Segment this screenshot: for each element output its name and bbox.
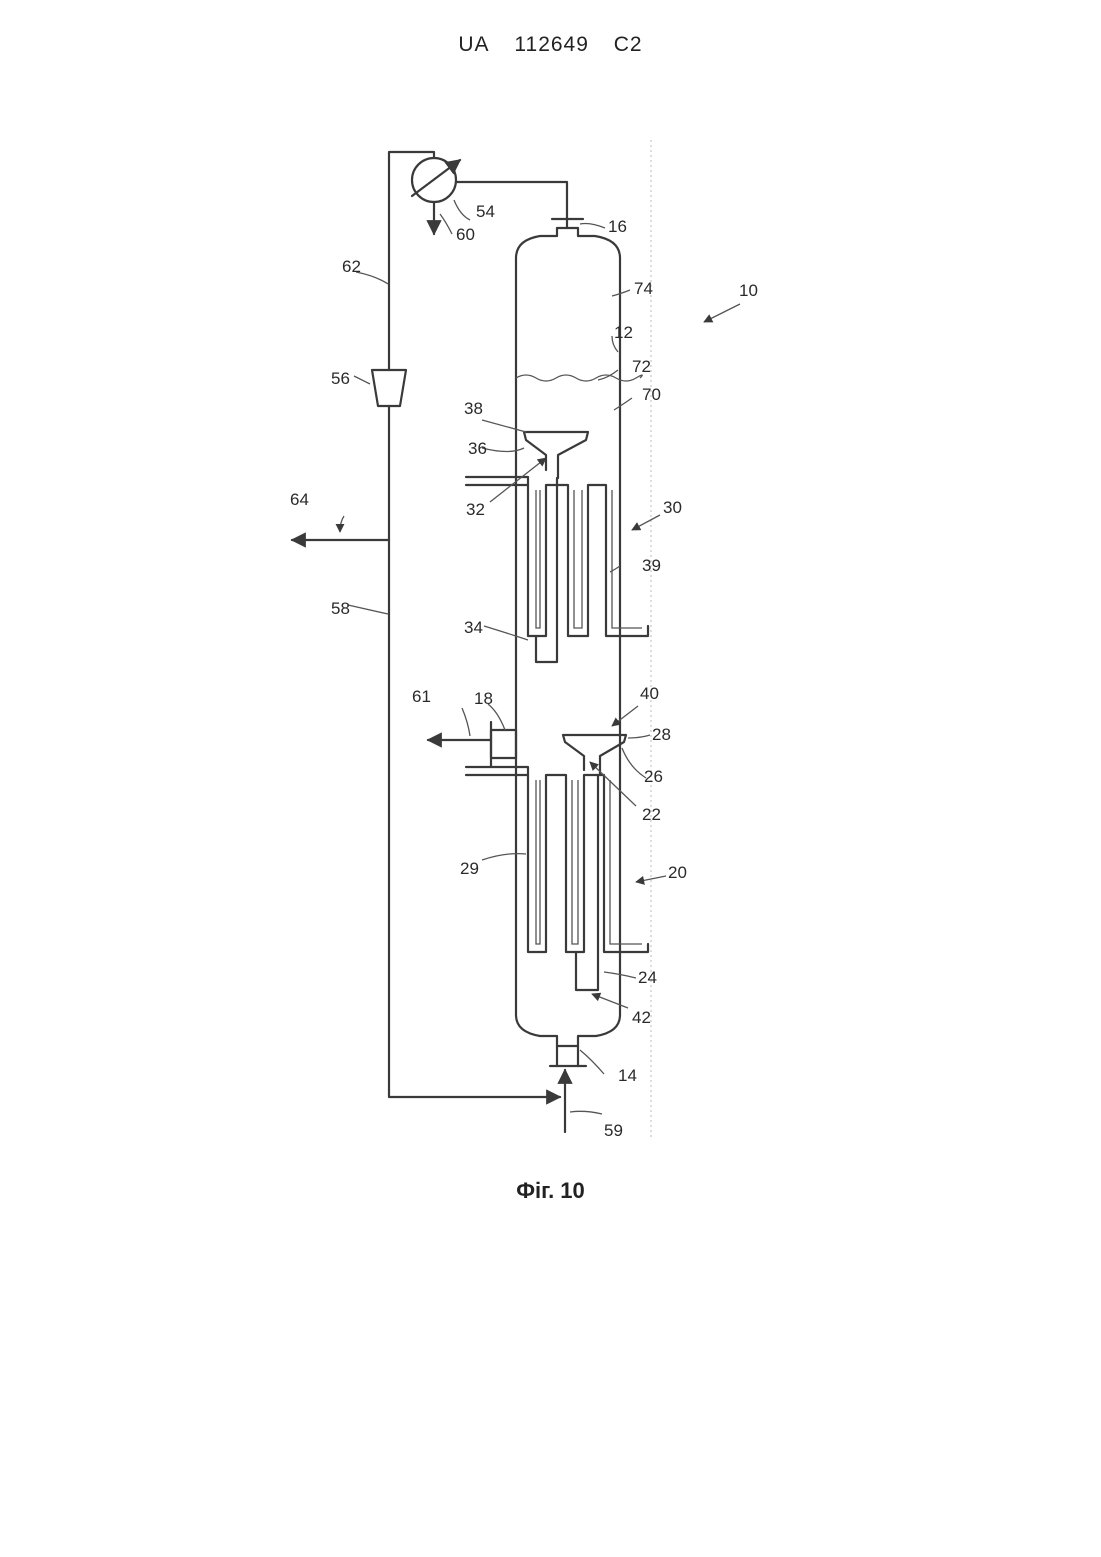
label-36: 36 [468, 439, 487, 458]
label-72: 72 [632, 357, 651, 376]
label-38: 38 [464, 399, 483, 418]
label-39: 39 [642, 556, 661, 575]
label-32: 32 [466, 500, 485, 519]
label-70: 70 [642, 385, 661, 404]
label-14: 14 [618, 1066, 637, 1085]
label-42: 42 [632, 1008, 651, 1027]
reference-labels: 10 12 14 16 18 20 22 24 26 28 29 30 32 3… [290, 202, 758, 1140]
label-30: 30 [663, 498, 682, 517]
pump-symbol [372, 370, 406, 406]
label-61: 61 [412, 687, 431, 706]
label-64: 64 [290, 490, 309, 509]
label-28: 28 [652, 725, 671, 744]
label-24: 24 [638, 968, 657, 987]
label-60: 60 [456, 225, 475, 244]
label-34: 34 [464, 618, 483, 637]
label-26: 26 [644, 767, 663, 786]
label-16: 16 [608, 217, 627, 236]
label-20: 20 [668, 863, 687, 882]
label-62: 62 [342, 257, 361, 276]
leader-lines [340, 200, 740, 1114]
liquid-level [516, 375, 642, 381]
label-22: 22 [642, 805, 661, 824]
label-56: 56 [331, 369, 350, 388]
figure-caption: Фіг. 10 [0, 1178, 1101, 1204]
recycle-loop [292, 152, 567, 1132]
label-59: 59 [604, 1121, 623, 1140]
label-29: 29 [460, 859, 479, 878]
label-54: 54 [476, 202, 495, 221]
label-18: 18 [474, 689, 493, 708]
label-12: 12 [614, 323, 633, 342]
label-40: 40 [640, 684, 659, 703]
label-58: 58 [331, 599, 350, 618]
label-10: 10 [739, 281, 758, 300]
label-74: 74 [634, 279, 653, 298]
